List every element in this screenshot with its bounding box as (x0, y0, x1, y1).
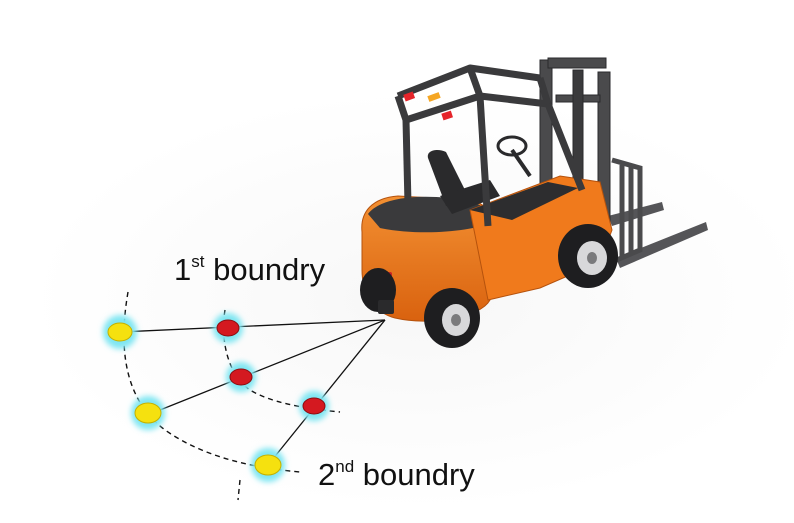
sensor-line (267, 319, 386, 466)
sensor-line (119, 319, 386, 333)
second-boundary-number: 2 (318, 457, 336, 492)
first-boundary-word: boundry (204, 252, 326, 287)
deck (470, 182, 578, 220)
yellow-marker (254, 454, 282, 476)
yellow-marker (107, 322, 133, 342)
first-boundary-ordinal-suffix: st (191, 252, 205, 271)
inner-boundary-markers (216, 319, 326, 415)
guard-lights (403, 91, 453, 121)
rear-sensor (378, 300, 394, 314)
forklift (360, 57, 708, 348)
second-boundary-label: 2nd boundry (318, 457, 475, 493)
first-boundary-number: 1 (174, 252, 192, 287)
overhead-guard (394, 64, 586, 227)
second-boundary-ordinal-suffix: nd (335, 457, 355, 476)
steering-wheel (496, 135, 528, 157)
outer-boundary-markers (107, 322, 282, 476)
fork-carriage (611, 157, 643, 265)
first-boundary-label: 1st boundry (174, 252, 325, 288)
second-boundary-arc-tail (237, 479, 241, 501)
yellow-marker (134, 402, 162, 424)
red-marker (302, 397, 326, 415)
second-boundary-word: boundry (354, 457, 475, 492)
red-marker (216, 319, 240, 337)
wheels (360, 224, 618, 348)
red-marker (229, 368, 253, 386)
sensor-lines (119, 319, 386, 466)
sensor-line (149, 319, 386, 415)
